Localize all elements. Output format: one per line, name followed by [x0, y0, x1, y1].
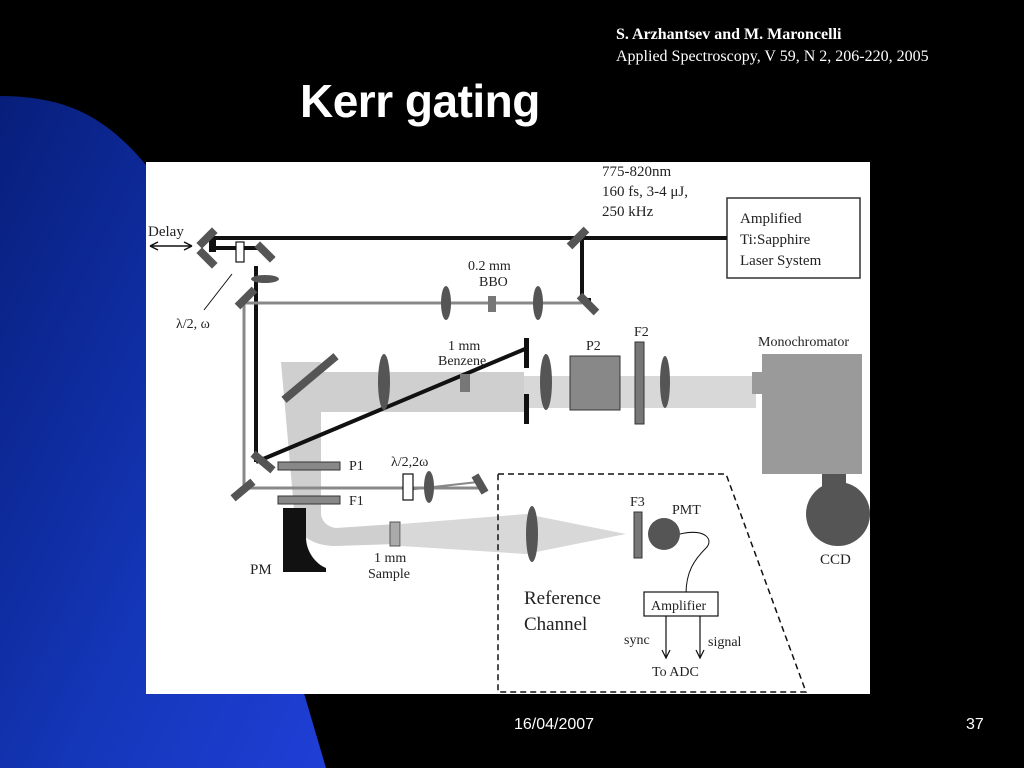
pump-beam-return: [580, 238, 591, 302]
gray-beam-path: [296, 372, 524, 412]
f2-label: F2: [634, 325, 649, 340]
to-adc-label: To ADC: [652, 665, 699, 680]
mirror: [196, 247, 218, 269]
citation-authors: S. Arzhantsev and M. Maroncelli: [616, 26, 842, 43]
f1-label: F1: [349, 494, 364, 509]
waveplate-label-2: λ/2,2ω: [391, 455, 428, 470]
probe-beam: [242, 301, 582, 490]
laser-params-1: 775-820nm: [602, 164, 671, 180]
mirror: [250, 450, 276, 474]
monochromator-label: Monochromator: [758, 335, 849, 350]
footer-date: 16/04/2007: [514, 716, 595, 733]
slide-title: Kerr gating: [300, 75, 540, 127]
sample-label-1: 1 mm: [374, 551, 406, 566]
polarizer-p2: [569, 355, 621, 411]
photomultiplier-pm: [283, 508, 326, 572]
filter-f3: [633, 511, 643, 559]
lens: [526, 506, 538, 562]
p2-label: P2: [586, 339, 601, 354]
pmt-detector: [648, 518, 680, 550]
benzene-label-2: Benzene: [438, 354, 486, 369]
sync-label: sync: [624, 633, 650, 648]
reference-channel-boundary: [497, 473, 808, 693]
bbo-crystal: [488, 296, 496, 312]
delay-waveplate: [235, 241, 245, 263]
reference-beam-cone: [401, 514, 626, 554]
signal-arrow: [695, 616, 705, 660]
benzene-label-1: 1 mm: [448, 339, 480, 354]
mirror: [254, 241, 276, 263]
laser-box-line2: Ti:Sapphire: [740, 232, 811, 248]
probe-to-mirror: [405, 481, 479, 491]
waveplate-label-1: λ/2, ω: [176, 317, 210, 332]
laser-box-line1: Amplified: [740, 211, 802, 227]
sample-cell: [389, 521, 401, 547]
amplifier-box: [643, 591, 719, 617]
gray-beam-to-sample: [296, 462, 396, 546]
f3-label: F3: [630, 495, 645, 510]
footer-page-number: 37: [966, 716, 984, 733]
monochromator-slit: [752, 372, 764, 394]
benzene-cell: [460, 374, 470, 392]
aperture-top: [524, 338, 529, 368]
sync-arrow: [661, 616, 671, 660]
lens: [660, 356, 670, 408]
aperture-bottom: [524, 394, 529, 424]
lens: [378, 354, 390, 410]
mirror: [196, 227, 218, 249]
lens: [424, 471, 434, 503]
delay-label: Delay: [148, 224, 184, 240]
laser-box-line3: Laser System: [740, 253, 822, 269]
kerr-gating-setup-diagram: Amplified Ti:Sapphire Laser System 775-8…: [146, 162, 870, 694]
laser-params-3: 250 kHz: [602, 204, 654, 220]
pump-beam: [209, 236, 727, 464]
sample-label-2: Sample: [368, 567, 410, 582]
lens: [251, 275, 279, 283]
mirror: [230, 478, 256, 502]
delay-arrow: [149, 241, 193, 251]
lens: [540, 354, 552, 410]
amplifier-label: Amplifier: [651, 599, 707, 614]
pmt-cable: [679, 532, 710, 595]
mirror: [576, 292, 600, 316]
mirror: [471, 473, 489, 495]
mirror: [281, 353, 339, 403]
waveplate-pointer: [203, 273, 233, 311]
filter-f2: [634, 341, 645, 425]
polarizer-p1: [277, 461, 341, 471]
lens: [533, 286, 543, 320]
monochromator-box: [762, 354, 862, 474]
bbo-label-1: 0.2 mm: [468, 259, 511, 274]
signal-label: signal: [708, 635, 742, 650]
pmt-label: PMT: [672, 503, 701, 518]
ccd-label: CCD: [820, 552, 851, 568]
bbo-label-2: BBO: [479, 275, 508, 290]
citation: S. Arzhantsev and M. Maroncelli Applied …: [616, 24, 929, 68]
filter-f1: [277, 495, 341, 505]
mirror: [566, 226, 590, 250]
lens: [441, 286, 451, 320]
laser-params-2: 160 fs, 3-4 μJ,: [602, 184, 688, 200]
pm-label: PM: [250, 562, 272, 578]
waveplate-2: [402, 473, 414, 501]
citation-journal: Applied Spectroscopy, V 59, N 2, 206-220…: [616, 48, 929, 65]
p1-label: P1: [349, 459, 364, 474]
reference-label-1: Reference: [524, 588, 601, 609]
laser-box: [726, 197, 861, 279]
mirror: [234, 286, 258, 310]
ccd-detector: [806, 482, 870, 546]
reference-label-2: Channel: [524, 614, 587, 635]
